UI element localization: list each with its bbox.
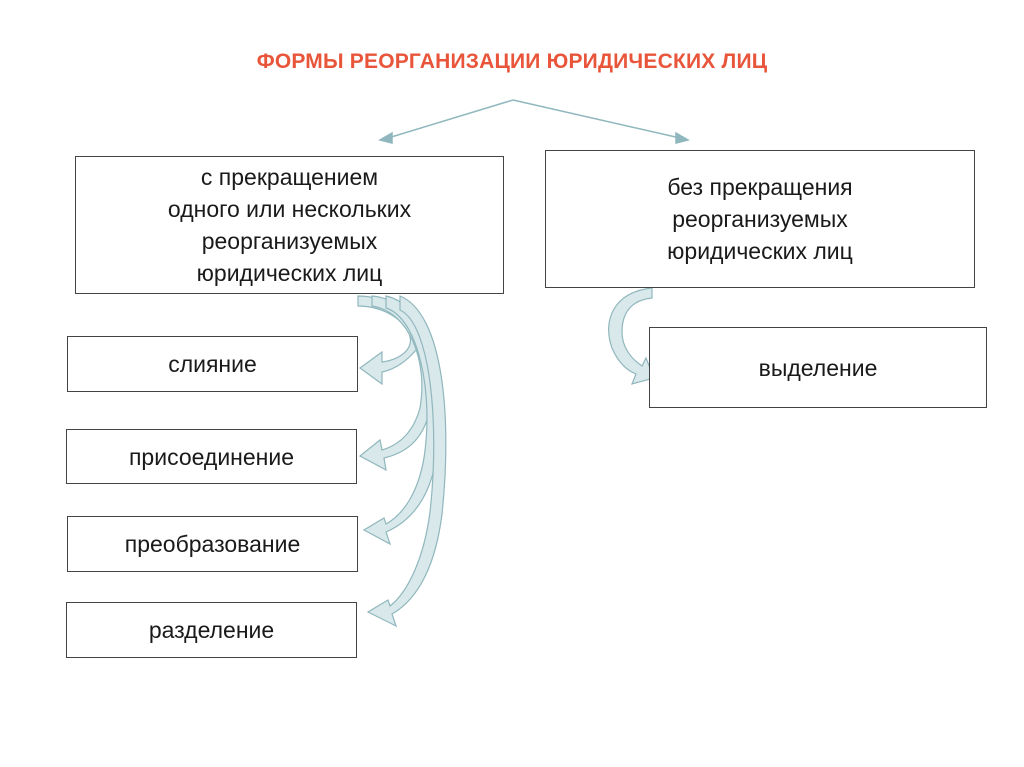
branch-without-termination-text: без прекращения реорганизуемых юридическ…	[667, 171, 853, 267]
form-label: разделение	[148, 617, 275, 643]
right-curved-arrow	[608, 287, 655, 385]
form-label: выделение	[758, 354, 878, 381]
branch-with-termination: с прекращением одного или нескольких рео…	[75, 156, 504, 294]
branch-line: реорганизуемых	[201, 228, 378, 254]
branch-line: с прекращением	[200, 164, 379, 190]
form-box-division: разделение	[66, 602, 357, 658]
left-curved-arrows	[357, 295, 447, 628]
form-box-merger: слияние	[67, 336, 358, 392]
form-box-separation: выделение	[649, 327, 987, 408]
form-box-transformation: преобразование	[67, 516, 358, 572]
branch-line: юридических лиц	[667, 238, 853, 264]
title-branch-lines	[378, 99, 690, 144]
diagram-title: ФОРМЫ РЕОРГАНИЗАЦИИ ЮРИДИЧЕСКИХ ЛИЦ	[256, 50, 768, 73]
branch-without-termination: без прекращения реорганизуемых юридическ…	[545, 150, 975, 288]
form-label: слияние	[168, 351, 257, 377]
branch-line: без прекращения	[667, 174, 853, 200]
form-label: присоединение	[128, 443, 295, 470]
branch-line: реорганизуемых	[672, 206, 848, 232]
form-box-accession: присоединение	[66, 429, 357, 484]
branch-with-termination-text: с прекращением одного или нескольких рео…	[168, 161, 411, 289]
form-label: преобразование	[124, 531, 301, 557]
branch-line: юридических лиц	[196, 260, 383, 286]
branch-line: одного или нескольких	[167, 196, 412, 222]
